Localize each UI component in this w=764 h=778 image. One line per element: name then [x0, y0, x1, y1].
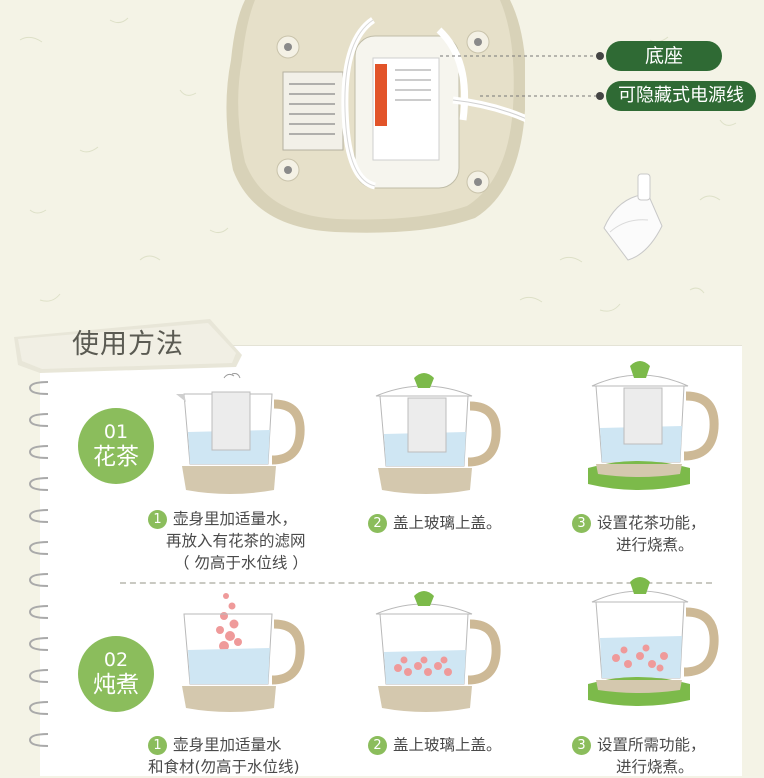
step-text: 和食材(勿高于水位线): [148, 758, 300, 776]
step-text: （ 勿高于水位线 ）: [174, 554, 308, 572]
kettle-lid-with-ingredients-illustration: [375, 591, 501, 712]
step-number: 1: [148, 510, 167, 529]
label-base: 底座: [606, 41, 722, 71]
step-1-stew: 1 壶身里加适量水 和食材(勿高于水位线): [148, 734, 300, 778]
badge-number: 01: [103, 421, 129, 443]
callout-dot-base: [596, 52, 604, 60]
callout-lines: [440, 55, 598, 97]
step-1-flower-tea: 1 壶身里加适量水， 再放入有花茶的滤网 （ 勿高于水位线 ）: [148, 508, 308, 574]
badge-label: 炖煮: [93, 672, 139, 698]
step-number: 3: [572, 514, 591, 533]
step-text: 壶身里加适量水: [173, 736, 282, 754]
kettle-stewing-on-base-illustration: [588, 577, 719, 706]
badge-number: 02: [103, 649, 129, 671]
badge-label: 花茶: [93, 444, 139, 470]
step-number: 2: [368, 514, 387, 533]
step-text: 盖上玻璃上盖。: [393, 736, 502, 754]
step-text: 盖上玻璃上盖。: [393, 514, 502, 532]
kettle-with-lid-illustration: [375, 373, 501, 494]
kettle-base-illustration: [226, 0, 525, 233]
step-text: 进行烧煮。: [616, 536, 694, 554]
section-title: 使用方法: [72, 329, 184, 360]
step-text: 再放入有花茶的滤网: [166, 532, 306, 550]
label-hidden-cord: 可隐藏式电源线: [606, 81, 756, 111]
step-number: 2: [368, 736, 387, 755]
kettle-with-filter-illustration: [176, 373, 305, 494]
power-plug-illustration: [603, 173, 663, 261]
kettle-on-base-illustration: [588, 361, 719, 490]
callout-dot-cord: [596, 92, 604, 100]
step-text: 进行烧煮。: [616, 758, 694, 776]
step-number: 3: [572, 736, 591, 755]
step-text: 设置所需功能，: [597, 736, 706, 754]
title-banner: [14, 319, 242, 373]
step-text: 设置花茶功能，: [597, 514, 706, 532]
row-divider: [120, 582, 712, 584]
badge-flower-tea: 01 花茶: [78, 408, 154, 484]
badge-stew: 02 炖煮: [78, 636, 154, 712]
step-3-stew: 3 设置所需功能， 进行烧煮。: [572, 734, 706, 778]
step-2-flower-tea: 2 盖上玻璃上盖。: [368, 512, 502, 534]
step-3-flower-tea: 3 设置花茶功能， 进行烧煮。: [572, 512, 706, 556]
step-number: 1: [148, 736, 167, 755]
step-2-stew: 2 盖上玻璃上盖。: [368, 734, 502, 756]
step-text: 壶身里加适量水，: [173, 510, 298, 528]
kettle-adding-ingredients-illustration: [182, 593, 305, 712]
